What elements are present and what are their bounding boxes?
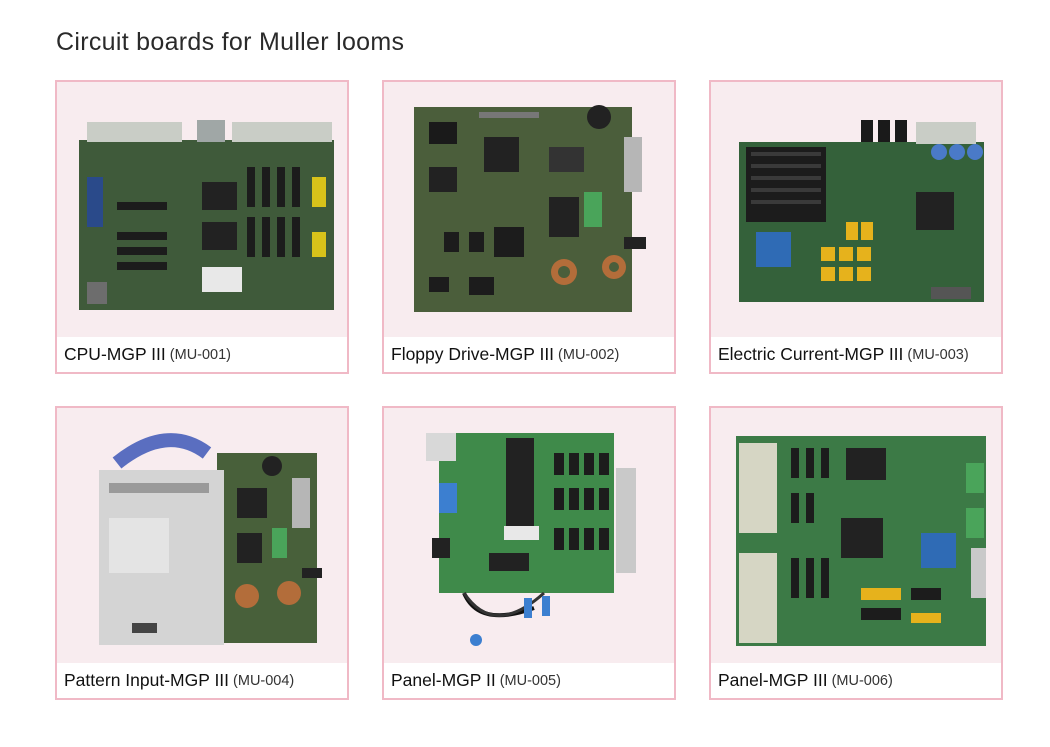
pcb-floppy-drive-board-image — [414, 105, 646, 312]
product-photo[interactable] — [384, 408, 674, 665]
pcb-cpu-board-image — [79, 120, 334, 310]
product-code: (MU-001) — [169, 346, 232, 363]
pcb-panel-mgp3-board-image — [736, 436, 986, 646]
product-name: Floppy Drive-MGP III — [391, 344, 555, 364]
product-caption[interactable]: Floppy Drive-MGP III (MU-002) — [384, 337, 674, 372]
product-card-floppy-drive[interactable]: Floppy Drive-MGP III (MU-002) — [382, 80, 676, 374]
product-name: Panel-MGP III — [718, 670, 828, 690]
product-card-cpu[interactable]: CPU-MGP III (MU-001) — [55, 80, 349, 374]
product-code: (MU-006) — [831, 672, 893, 689]
product-code: (MU-005) — [499, 672, 561, 689]
product-caption[interactable]: Electric Current-MGP III (MU-003) — [711, 337, 1001, 372]
product-name: CPU-MGP III — [64, 344, 166, 364]
page-title: Circuit boards for Muller looms — [56, 28, 405, 56]
product-name: Panel-MGP II — [391, 670, 496, 690]
product-card-electric-current[interactable]: Electric Current-MGP III (MU-003) — [709, 80, 1003, 374]
product-photo[interactable] — [711, 408, 1001, 665]
product-card-panel-mgp-iii[interactable]: Panel-MGP III (MU-006) — [709, 406, 1003, 700]
product-photo[interactable] — [57, 408, 347, 665]
product-caption[interactable]: Pattern Input-MGP III (MU-004) — [57, 663, 347, 698]
product-photo[interactable] — [384, 82, 674, 339]
pcb-panel-mgp2-board-image — [426, 433, 636, 646]
product-name: Electric Current-MGP III — [718, 344, 904, 364]
product-name: Pattern Input-MGP III — [64, 670, 230, 690]
product-caption[interactable]: CPU-MGP III (MU-001) — [57, 337, 347, 372]
product-caption[interactable]: Panel-MGP II (MU-005) — [384, 663, 674, 698]
product-code: (MU-003) — [907, 346, 969, 363]
pcb-pattern-input-board-image — [99, 433, 322, 645]
product-caption[interactable]: Panel-MGP III (MU-006) — [711, 663, 1001, 698]
pcb-electric-current-board-image — [739, 120, 984, 302]
product-photo[interactable] — [711, 82, 1001, 339]
product-code: (MU-004) — [233, 672, 295, 689]
product-card-panel-mgp-ii[interactable]: Panel-MGP II (MU-005) — [382, 406, 676, 700]
product-photo[interactable] — [57, 82, 347, 339]
product-card-pattern-input[interactable]: Pattern Input-MGP III (MU-004) — [55, 406, 349, 700]
product-code: (MU-002) — [558, 346, 620, 363]
